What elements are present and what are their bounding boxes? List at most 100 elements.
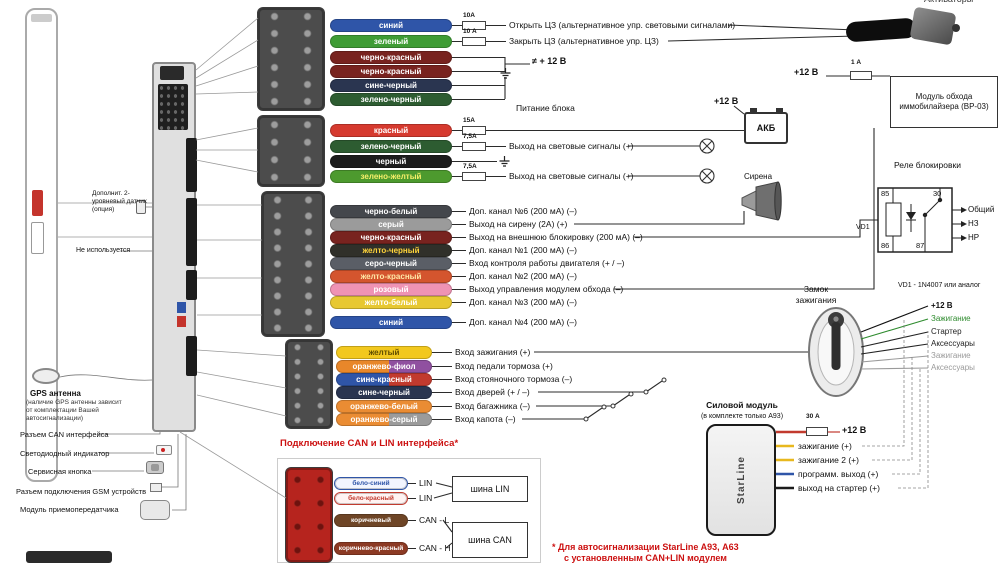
- main-unit-connector-1: [186, 138, 197, 192]
- wire-color-label: серо-черный: [330, 256, 452, 270]
- wire-line: [452, 288, 466, 290]
- can-footnote-1: * Для автосигнализации StarLine A93, А63: [552, 542, 739, 552]
- switch-contacts: [583, 377, 667, 422]
- antenna-red-connector: [32, 190, 43, 216]
- wire-color-label: желто-черный: [330, 243, 452, 257]
- gps-antenna-label: GPS антенна: [30, 389, 81, 398]
- wire-destination-label: Вход капота (–): [455, 414, 516, 424]
- main-unit-pin-grid: [158, 84, 188, 130]
- wire-color-label: зелено-желтый: [330, 169, 452, 183]
- lamp-icons: [699, 138, 715, 184]
- main-unit-top-connector: [160, 66, 184, 80]
- fuse-rating-label: 10А: [463, 11, 475, 19]
- pm-wire-plus12: +12 В: [842, 425, 867, 435]
- wire-line: [486, 145, 506, 147]
- plus12-label: ≠ + 12 В: [532, 56, 567, 66]
- siren-icon: [741, 181, 782, 221]
- wire-row-g4-3: сине-черный Вход дверей (+ / –): [336, 385, 530, 399]
- wire-color-label: желтый: [336, 345, 432, 359]
- battery-box: АКБ: [744, 112, 788, 144]
- wire-color-label: желто-белый: [330, 295, 452, 309]
- wire-line: [408, 482, 416, 484]
- relay-pin-30: 30: [933, 189, 942, 198]
- gsm-connector-icon: [150, 483, 162, 492]
- connector-block-3: [262, 192, 324, 336]
- wire-color-label: синий: [330, 315, 452, 329]
- can-connector-label: Разъем CAN интерфейса: [20, 430, 109, 439]
- wire-color-label: желто-красный: [330, 269, 452, 283]
- wire-destination-label: Вход стояночного тормоза (–): [455, 374, 573, 384]
- ignition-wire-accessory2: Аксессуары: [931, 363, 975, 372]
- wire-color-label: сине-черный: [330, 78, 452, 92]
- ignition-wire-accessory: Аксессуары: [931, 339, 975, 348]
- wire-row-g1-3: черно-красный: [330, 64, 505, 78]
- wire-line: [432, 391, 452, 393]
- wire-line: [408, 547, 416, 549]
- wire-line: [486, 40, 506, 42]
- connector-block-can: [286, 468, 332, 562]
- wire-destination-label: Вход дверей (+ / –): [455, 387, 530, 397]
- relay-pin-86: 86: [881, 241, 890, 250]
- wire-line: [452, 262, 466, 264]
- wire-line: [452, 145, 462, 147]
- ignition-lock-title: Замок зажигания: [795, 284, 837, 305]
- wire-destination-label: Доп. канал №3 (200 мА) (–): [469, 297, 577, 307]
- main-unit-connector-2: [186, 198, 197, 266]
- transceiver-label: Модуль приемопередатчика: [20, 505, 119, 514]
- wire-line: [432, 365, 452, 367]
- immo-plus12-label: +12 В: [794, 67, 819, 77]
- wire-destination-label: Выход на внешнюю блокировку (200 мА) (–): [469, 232, 643, 242]
- led-indicator-label: Светодиодный индикатор: [20, 449, 110, 458]
- pm-wire-ignition: зажигание (+): [798, 441, 852, 451]
- wire-destination-label: LIN: [419, 478, 433, 488]
- wire-color-label: черный: [330, 154, 452, 168]
- wire-line: [486, 129, 744, 131]
- wire-destination-label: LIN: [419, 493, 433, 503]
- wire-destination-label: CAN - L: [419, 515, 450, 525]
- fuse: 15А: [462, 117, 486, 135]
- wire-line: [452, 56, 505, 58]
- siren-label: Сирена: [744, 172, 773, 181]
- wire-destination-label: Закрыть ЦЗ (альтернативное упр. ЦЗ): [509, 36, 659, 46]
- wire-color-label: розовый: [330, 282, 452, 296]
- immo-fuse: [850, 71, 872, 80]
- main-unit-connector-3: [186, 270, 197, 300]
- wire-line: [452, 129, 462, 131]
- wire-color-label: синий: [330, 18, 452, 32]
- wire-line: [452, 40, 462, 42]
- wire-line: [452, 301, 466, 303]
- service-button-cap: [151, 464, 159, 471]
- wire-color-label: черно-красный: [330, 50, 452, 64]
- wire-line: [432, 378, 452, 380]
- power-module-links: [862, 318, 929, 489]
- wire-destination-label: Открыть ЦЗ (альтернативное упр. световым…: [509, 20, 736, 30]
- wire-line: [432, 405, 452, 407]
- wire-line: [432, 418, 452, 420]
- can-bus-label: шина CAN: [468, 535, 512, 545]
- wire-destination-label: Доп. канал №6 (200 мА) (–): [469, 206, 577, 216]
- ignition-lock-icon: [808, 307, 864, 397]
- fuse: 10А: [462, 12, 486, 30]
- wire-destination-label: Вход зажигания (+): [455, 347, 531, 357]
- power-module-title1: Силовой модуль: [706, 400, 778, 410]
- wire-destination-label: Доп. канал №2 (200 мА) (–): [469, 271, 577, 281]
- battery-terminal-1: [750, 108, 757, 113]
- battery-plus12-label: +12 В: [714, 96, 739, 106]
- wire-line: [408, 497, 416, 499]
- wire-row-g1-4: сине-черный: [330, 78, 505, 92]
- gps-antenna-icon: [32, 368, 60, 384]
- wire-color-label: черно-белый: [330, 204, 452, 218]
- wire-color-label: сине-черный: [336, 385, 432, 399]
- not-used-label: Не используется: [76, 247, 131, 254]
- ignition-wire-plus12: +12 В: [931, 301, 953, 310]
- wire-destination-label: Вход педали тормоза (+): [455, 361, 553, 371]
